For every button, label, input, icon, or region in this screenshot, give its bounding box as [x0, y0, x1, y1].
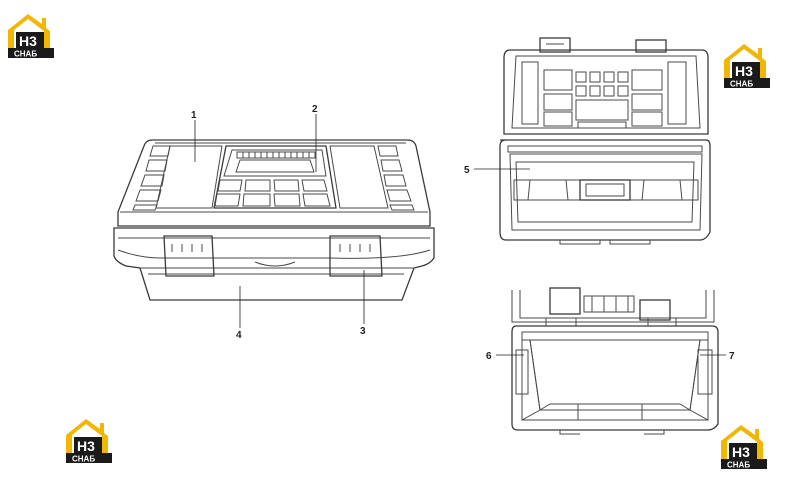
right-compartment [689, 339, 713, 421]
callout-leaders [194, 114, 726, 356]
logo-top-left: H3 СНАБ [8, 14, 54, 59]
logo-bottom-left: H3 СНАБ [66, 419, 112, 464]
logo-mark: H3 [77, 438, 95, 454]
callout-labels: 1 2 3 4 5 6 7 [191, 104, 735, 362]
logo-mark: H3 [732, 444, 750, 460]
callout-4: 4 [236, 330, 242, 341]
callout-1: 1 [191, 110, 197, 121]
latch-left [163, 235, 215, 277]
lid-center-compartment [213, 145, 337, 209]
lid-bins [521, 61, 687, 129]
logo-sub: СНАБ [14, 50, 37, 59]
lid-left-pockets [132, 145, 171, 211]
toolbox-closed [113, 139, 435, 301]
left-compartment [515, 339, 541, 421]
logo-top-right: H3 СНАБ [724, 44, 770, 89]
latch-right [329, 235, 383, 277]
toolbox-open-bottom [511, 287, 719, 435]
lid-right-pockets [377, 145, 415, 211]
callout-2: 2 [312, 104, 318, 115]
logo-sub: СНАБ [730, 80, 753, 89]
callout-3: 3 [360, 326, 366, 337]
logo-bottom-right: H3 СНАБ [721, 425, 767, 470]
logo-sub: СНАБ [72, 455, 95, 464]
logo-mark: H3 [735, 63, 753, 79]
callout-6: 6 [486, 351, 492, 362]
callout-5: 5 [464, 165, 470, 176]
callout-7: 7 [729, 351, 735, 362]
logo-sub: СНАБ [727, 461, 750, 470]
removable-tray [513, 161, 699, 223]
logo-mark: H3 [19, 33, 37, 49]
toolbox-open-top [499, 37, 711, 245]
